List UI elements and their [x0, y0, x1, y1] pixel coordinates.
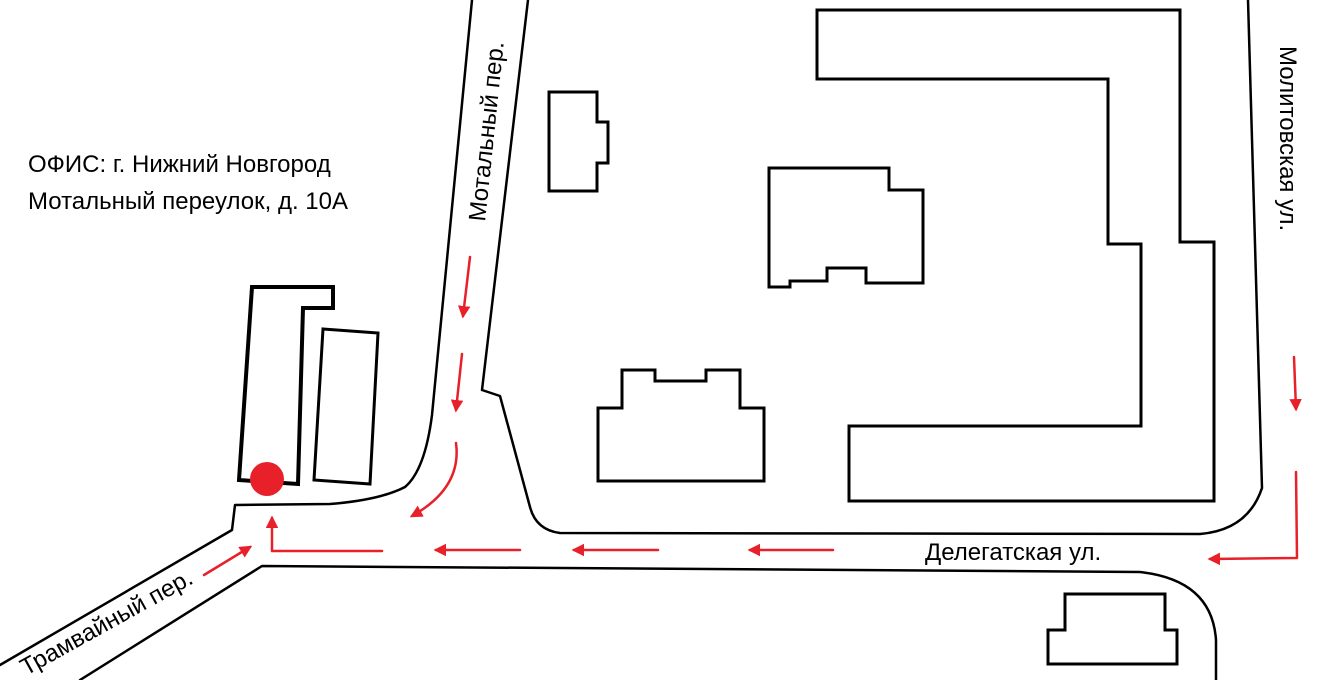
street-label-molitovskaya: Молитовская ул. — [1274, 46, 1301, 231]
route-arrow-molitovskaya-1 — [1289, 355, 1302, 412]
route-arrow-tramvayny — [202, 545, 253, 577]
road-edge-delegatskaya-south — [78, 564, 1218, 680]
office-building — [236, 285, 335, 487]
building-center — [767, 166, 925, 289]
office-address-line-1: ОФИС: г. Нижний Новгород — [28, 151, 331, 178]
route-arrow-delegatskaya-turn — [265, 515, 384, 553]
route-arrow-motalny-2 — [450, 352, 464, 413]
building-north-small — [547, 90, 610, 193]
building-south-center — [596, 368, 766, 483]
road-edge-motalny-west — [0, 0, 474, 667]
route-arrows — [202, 255, 1302, 577]
route-arrow-motalny-1 — [457, 255, 472, 319]
office-address: ОФИС: г. Нижний Новгород Мотальный переу… — [28, 146, 348, 220]
buildings — [236, 8, 1216, 666]
road-outlines — [0, 0, 1264, 680]
street-label-motalny: Мотальный пер. — [464, 40, 510, 222]
building-next-to-office — [312, 327, 380, 486]
office-address-line-2: Мотальный переулок, д. 10А — [28, 188, 348, 215]
building-l-shaped — [815, 8, 1216, 503]
street-label-delegatskaya: Делегатская ул. — [925, 539, 1101, 566]
route-arrow-motalny-turn — [409, 441, 458, 518]
building-south-east — [1046, 592, 1179, 666]
road-edge-motalny-east — [480, 0, 1264, 536]
route-arrow-molitovskaya-turn — [1207, 470, 1299, 566]
office-marker — [250, 462, 284, 496]
